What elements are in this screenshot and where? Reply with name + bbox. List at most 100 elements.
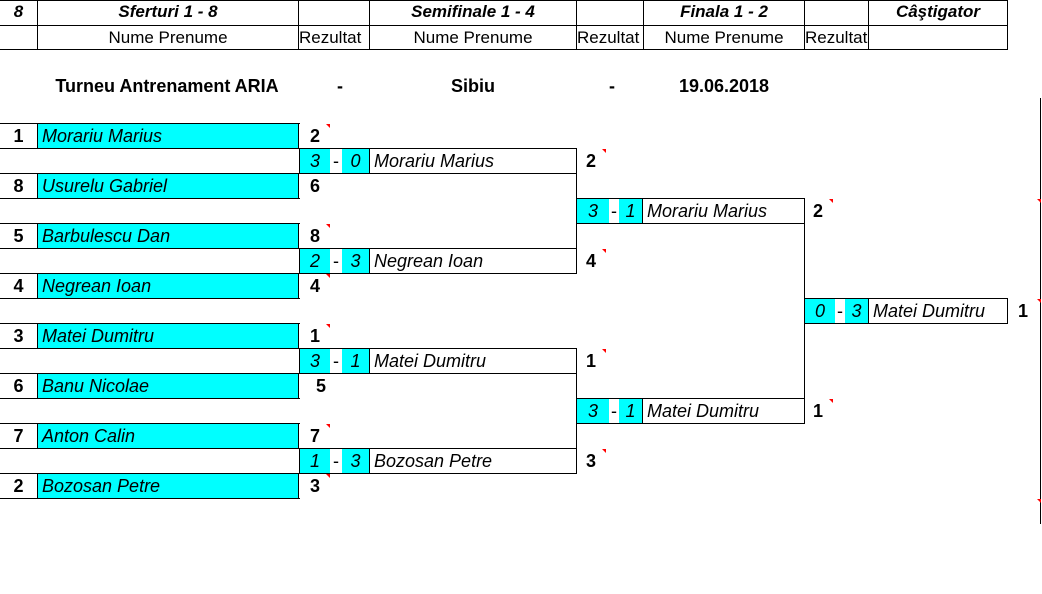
champion-score-a[interactable]: 0 [805, 299, 835, 323]
qf-player-name[interactable]: Morariu Marius [38, 124, 299, 148]
sf-score-b[interactable]: 3 [342, 449, 370, 473]
qf-player-name[interactable]: Matei Dumitru [38, 324, 299, 348]
qf-result[interactable]: 5 [316, 376, 327, 396]
qf-seed: 2 [0, 474, 38, 498]
comment-marker-icon [1037, 299, 1041, 303]
final-score-a[interactable]: 3 [577, 199, 609, 223]
comment-marker-icon [326, 124, 330, 128]
comment-marker-icon [829, 199, 833, 203]
qf-seed: 6 [0, 374, 38, 398]
qf-result[interactable]: 7 [310, 426, 321, 446]
final-row: 3 - 1 Morariu Marius [576, 198, 805, 224]
header-empty-3 [805, 1, 869, 25]
tournament-sep-2: - [609, 76, 615, 96]
comment-marker-icon [326, 424, 330, 428]
tournament-sep-1: - [337, 76, 343, 96]
sf-row: 3 - 0 Morariu Marius [299, 148, 577, 174]
header-empty-2 [577, 1, 644, 25]
tournament-city: Sibiu [451, 76, 495, 96]
qf-player-name[interactable]: Anton Calin [38, 424, 299, 448]
final-player-name[interactable]: Matei Dumitru [647, 401, 760, 421]
qf-result[interactable]: 3 [310, 476, 321, 496]
comment-marker-icon [326, 224, 330, 228]
bracket-connector [576, 373, 577, 449]
sf-player-name[interactable]: Negrean Ioan [374, 251, 484, 271]
champion-score-b[interactable]: 3 [845, 299, 869, 323]
header-bottom-border [0, 49, 1008, 50]
sf-score-b[interactable]: 1 [342, 349, 370, 373]
right-edge-line [1040, 98, 1041, 524]
subheader-name-1: Nume Prenume [38, 26, 299, 50]
qf-result[interactable]: 8 [310, 226, 321, 246]
sf-result[interactable]: 4 [586, 251, 597, 271]
sf-score-dash: - [333, 351, 339, 371]
qf-row: 4 Negrean Ioan [0, 273, 300, 299]
sf-result[interactable]: 3 [586, 451, 597, 471]
champion-row: 0 - 3 Matei Dumitru [804, 298, 1008, 324]
qf-result[interactable]: 1 [310, 326, 321, 346]
qf-result[interactable]: 2 [310, 126, 321, 146]
qf-row: 2 Bozosan Petre [0, 473, 300, 499]
qf-row: 1 Morariu Marius [0, 123, 300, 149]
comment-marker-icon [326, 324, 330, 328]
comment-marker-icon [829, 399, 833, 403]
final-player-name[interactable]: Morariu Marius [647, 201, 768, 221]
final-result[interactable]: 1 [813, 401, 824, 421]
qf-player-name[interactable]: Usurelu Gabriel [38, 174, 299, 198]
sf-score-a[interactable]: 3 [300, 349, 330, 373]
sf-row: 3 - 1 Matei Dumitru [299, 348, 577, 374]
comment-marker-icon [1037, 499, 1041, 503]
champion-result[interactable]: 1 [1018, 301, 1029, 321]
sf-player-name[interactable]: Bozosan Petre [374, 451, 493, 471]
qf-row: 6 Banu Nicolae [0, 373, 300, 399]
qf-player-name[interactable]: Banu Nicolae [38, 374, 299, 398]
sf-score-dash: - [333, 151, 339, 171]
champion-player-name[interactable]: Matei Dumitru [873, 301, 986, 321]
comment-marker-icon [602, 349, 606, 353]
qf-result[interactable]: 4 [310, 276, 321, 296]
subheader-name-3: Nume Prenume [644, 26, 805, 50]
header-final: Finala 1 - 2 [644, 1, 805, 25]
sf-score-a[interactable]: 2 [300, 249, 330, 273]
qf-row: 3 Matei Dumitru [0, 323, 300, 349]
final-score-a[interactable]: 3 [577, 399, 609, 423]
qf-row: 5 Barbulescu Dan [0, 223, 300, 249]
final-score-dash: - [611, 401, 617, 421]
qf-seed: 3 [0, 324, 38, 348]
final-score-b[interactable]: 1 [619, 399, 643, 423]
sf-score-a[interactable]: 1 [300, 449, 330, 473]
sf-score-b[interactable]: 3 [342, 249, 370, 273]
comment-marker-icon [602, 449, 606, 453]
sf-player-name[interactable]: Matei Dumitru [374, 351, 487, 371]
comment-marker-icon [602, 249, 606, 253]
final-row: 3 - 1 Matei Dumitru [576, 398, 805, 424]
qf-seed: 5 [0, 224, 38, 248]
sf-row: 2 - 3 Negrean Ioan [299, 248, 577, 274]
subheader-result-3: Rezultat [805, 26, 869, 50]
sf-result[interactable]: 1 [586, 351, 597, 371]
subheader-empty [0, 26, 38, 50]
subheader-empty-4 [869, 26, 1008, 50]
sf-score-a[interactable]: 3 [300, 149, 330, 173]
final-score-b[interactable]: 1 [619, 199, 643, 223]
header-winner: Câştigator [869, 1, 1008, 25]
qf-player-name[interactable]: Negrean Ioan [38, 274, 299, 298]
header-col-8: 8 [0, 1, 38, 25]
sf-result[interactable]: 2 [586, 151, 597, 171]
comment-marker-icon [602, 149, 606, 153]
comment-marker-icon [1037, 199, 1041, 203]
sf-player-name[interactable]: Morariu Marius [374, 151, 495, 171]
qf-seed: 1 [0, 124, 38, 148]
qf-player-name[interactable]: Bozosan Petre [38, 474, 299, 498]
sf-score-b[interactable]: 0 [342, 149, 370, 173]
qf-seed: 4 [0, 274, 38, 298]
champion-score-dash: - [837, 301, 843, 321]
final-result[interactable]: 2 [813, 201, 824, 221]
subheader-result-2: Rezultat [577, 26, 644, 50]
qf-result[interactable]: 6 [310, 176, 321, 196]
qf-player-name[interactable]: Barbulescu Dan [38, 224, 299, 248]
subheader-name-2: Nume Prenume [370, 26, 577, 50]
sf-row: 1 - 3 Bozosan Petre [299, 448, 577, 474]
header-empty-1 [299, 1, 370, 25]
final-score-dash: - [611, 201, 617, 221]
